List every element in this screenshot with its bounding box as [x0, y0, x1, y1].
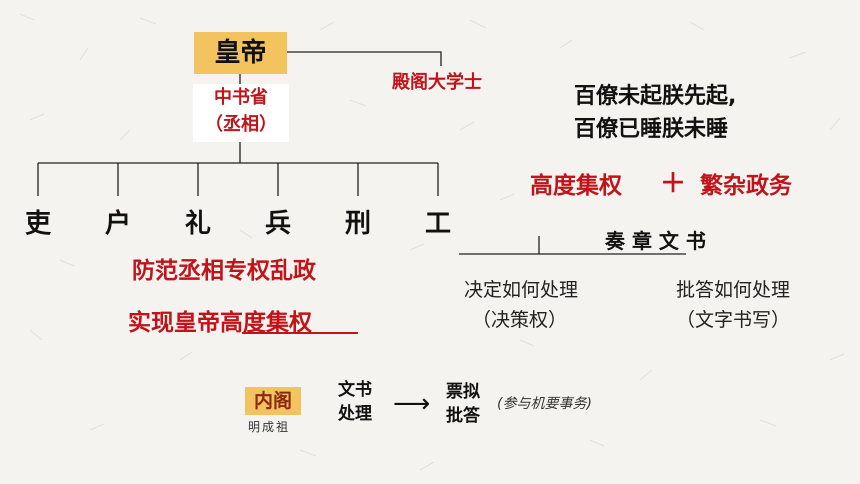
ministry-war: 兵	[265, 209, 292, 239]
emperor-box: 皇帝	[194, 32, 287, 74]
zhongshu-name: 中书省	[214, 87, 268, 108]
reply-label: 批答如何处理	[676, 279, 791, 301]
cabinet-box: 内阁	[245, 387, 301, 415]
purpose-emphasis: 高度集权	[220, 310, 312, 336]
purpose-line-2: 实现皇帝高度集权	[128, 303, 312, 337]
drafting-step: 票拟 批答	[446, 382, 480, 426]
cabinet-note: (参与机要事务)	[497, 396, 592, 412]
arrow-right-icon: ⟶	[393, 389, 431, 419]
chancellor-label: （丞相）	[205, 114, 277, 135]
zhongshu-box: 中书省 （丞相）	[193, 84, 289, 142]
ministry-personnel: 吏	[25, 209, 52, 239]
purpose-prefix: 实现皇帝	[128, 310, 220, 336]
plus-icon: ＋	[660, 169, 687, 199]
decision-label: 决定如何处理	[464, 279, 579, 301]
purpose-line-1: 防范丞相专权乱政	[132, 258, 316, 284]
decision-power-label: （决策权）	[472, 309, 568, 331]
cabinet-founder: 明成祖	[248, 420, 291, 434]
writing-label: （文字书写）	[676, 309, 791, 331]
quote-line-2: 百僚已睡朕未睡	[574, 117, 729, 142]
quote-line-1: 百僚未起朕先起,	[574, 84, 737, 109]
ministry-justice: 刑	[345, 209, 372, 239]
ministry-rites: 礼	[185, 209, 212, 239]
ministry-works: 工	[425, 209, 452, 239]
equation-left: 高度集权	[530, 173, 622, 199]
memorials-title: 奏 章 文 书	[605, 229, 706, 253]
equation-right: 繁杂政务	[700, 173, 792, 199]
document-handling-step: 文书 处理	[338, 380, 372, 424]
grand-secretary-label: 殿阁大学士	[392, 72, 482, 93]
ministry-revenue: 户	[105, 209, 132, 239]
